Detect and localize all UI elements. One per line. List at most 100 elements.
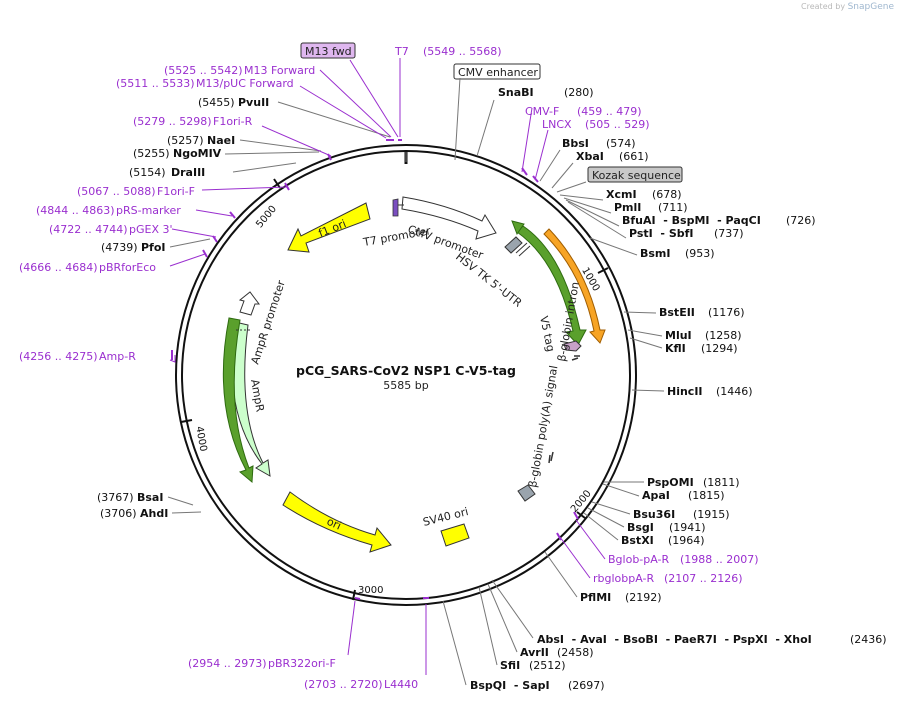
line-xcmi	[559, 194, 604, 201]
enzyme-sfii: SfiI	[500, 659, 520, 672]
orf-orange-arrow[interactable]	[543, 228, 606, 344]
line-bsu36i	[591, 501, 631, 515]
enzyme-pfoi: PfoI	[141, 241, 166, 254]
primer-t7: T7	[394, 45, 409, 58]
hsv-tk-tick-b	[518, 245, 531, 257]
enzyme-bbsi: BbsI	[562, 137, 589, 150]
enzyme-xbai: XbaI	[576, 150, 604, 163]
line-pmli	[563, 197, 612, 214]
m13-fwd-label: M13 fwd	[305, 45, 352, 58]
line-cmv-f	[521, 107, 533, 173]
line-hincii	[631, 389, 665, 392]
enzyme-bsmi: BsmI	[640, 247, 671, 260]
v5-tag-block[interactable]	[563, 340, 582, 352]
line-bstxi	[583, 512, 619, 541]
polya-tick-b	[548, 454, 551, 464]
line-pbrforeco	[169, 253, 206, 267]
sv40-ori-block[interactable]	[440, 523, 470, 547]
line-pbr322ori-f	[347, 600, 356, 656]
enzyme-kfli: KflI	[665, 342, 686, 355]
plasmid-name: pCG_SARS-CoV2 NSP1 C-V5-tag	[296, 363, 516, 379]
line-bsai	[167, 496, 194, 506]
f1-ori-arrow[interactable]	[287, 202, 371, 253]
primer-m13puc-range: (5511 .. 5533)	[116, 77, 195, 90]
line-kfli	[629, 337, 663, 349]
ori-arrow[interactable]	[282, 491, 392, 553]
cmv-promoter-arrow[interactable]	[401, 196, 497, 240]
enzyme-ahdi-pos: (3706)	[100, 507, 137, 520]
f1-ori-label: f1 ori	[317, 217, 348, 240]
line-pfoi	[169, 238, 211, 248]
kozak-box[interactable]	[587, 166, 683, 183]
enzyme-bfuai: BfuAI - BspMI - PaqCI	[622, 214, 761, 227]
enzyme-ngomiv-pos: (5255)	[133, 147, 170, 160]
line-amp-r	[169, 355, 176, 363]
enzyme-absi: AbsI - AvaI - BsoBI - PaeR7I - PspXI - X…	[537, 633, 812, 646]
enzyme-kfli-pos: (1294)	[701, 342, 738, 355]
line-snabi	[476, 99, 495, 157]
line-f1ori-f	[201, 186, 288, 191]
enzyme-hincii-pos: (1446)	[716, 385, 753, 398]
bglobin-polya-label: β-globin poly(A) signal	[526, 364, 560, 488]
snapgene-credit: Created by SnapGene	[801, 2, 894, 12]
hsv-tk-block[interactable]	[504, 236, 523, 254]
enzyme-xcmi: XcmI	[606, 188, 637, 201]
line-bsteii	[623, 311, 657, 314]
tick-5000	[273, 178, 281, 189]
enzyme-bsai-pos: (3767)	[97, 491, 134, 504]
primer-site-cmvf	[521, 167, 528, 176]
enzyme-bstxi: BstXI	[621, 534, 654, 547]
primer-amp-r-range: (4256 .. 4275)	[19, 350, 98, 363]
v5-tick-b	[571, 357, 579, 361]
snapgene-logo: SnapGene	[847, 2, 894, 12]
line-pvuii	[277, 101, 391, 138]
tick-2000	[576, 511, 586, 519]
line-draiii	[232, 162, 297, 173]
primer-l4440: L4440	[384, 678, 418, 691]
enzyme-xcmi-pos: (678)	[652, 188, 682, 201]
primer-f1ori-f-range: (5067 .. 5088)	[77, 185, 156, 198]
t7-promoter-label: T7 promoter	[361, 224, 432, 249]
primer-bglob-pa-r-range: (1988 .. 2007)	[680, 553, 759, 566]
line-bbsi	[539, 149, 561, 182]
line-f1ori-r	[261, 125, 332, 157]
connector-lines	[167, 58, 665, 686]
line-rbglobpa-r	[559, 536, 591, 579]
ampr-orf-arrow[interactable]	[222, 317, 254, 484]
line-avrii	[487, 583, 518, 653]
tick-label-3000: 3000	[358, 585, 383, 596]
primer-f1ori-f: F1ori-F	[157, 185, 195, 198]
kozak-label: Kozak sequence	[592, 169, 681, 182]
line-m13-fwd	[349, 59, 399, 138]
ampr-promoter-arrow[interactable]	[238, 291, 260, 316]
enzyme-apai-pos: (1815)	[688, 489, 725, 502]
primer-cmv-f: CMV-F	[525, 105, 559, 118]
enzyme-pflmi: PflMI	[580, 591, 611, 604]
primer-f1ori-r-range: (5279 .. 5298)	[133, 115, 212, 128]
line-cmv-enhancer	[454, 77, 461, 161]
t7-promoter-arrow[interactable]	[392, 198, 399, 217]
primer-rbglobpa-r: rbglobpA-R	[593, 572, 654, 585]
tick-label-4000: 4000	[193, 425, 208, 452]
enzyme-ahdi: AhdI	[140, 507, 168, 520]
line-kozak	[556, 181, 587, 193]
enzyme-mlui: MluI	[665, 329, 692, 342]
tick-marks	[180, 178, 609, 601]
ampr-promoter-label: AmpR promoter	[248, 278, 288, 366]
m13-fwd-box[interactable]	[300, 42, 356, 59]
enzyme-bsgi: BsgI	[627, 521, 654, 534]
enzyme-draiii-pos: (5154)	[129, 166, 166, 179]
enzyme-bsmi-pos: (953)	[685, 247, 715, 260]
enzyme-ngomiv: NgoMIV	[173, 147, 222, 160]
enzyme-naei: NaeI	[207, 134, 235, 147]
line-ngomiv	[224, 151, 320, 155]
line-xbai	[551, 162, 574, 189]
primer-lncx: LNCX	[542, 118, 572, 131]
cmv-enhancer-box[interactable]	[453, 63, 541, 80]
primer-m13-forward-range: (5525 .. 5542)	[164, 64, 243, 77]
enzyme-absi-pos: (2436)	[850, 633, 887, 646]
hsv-tk-tick-a	[515, 242, 528, 254]
bglobin-polya-block[interactable]	[517, 484, 536, 502]
primer-lncx-range: (505 .. 529)	[585, 118, 650, 131]
v5-tag-label: V5 tag	[537, 315, 557, 353]
